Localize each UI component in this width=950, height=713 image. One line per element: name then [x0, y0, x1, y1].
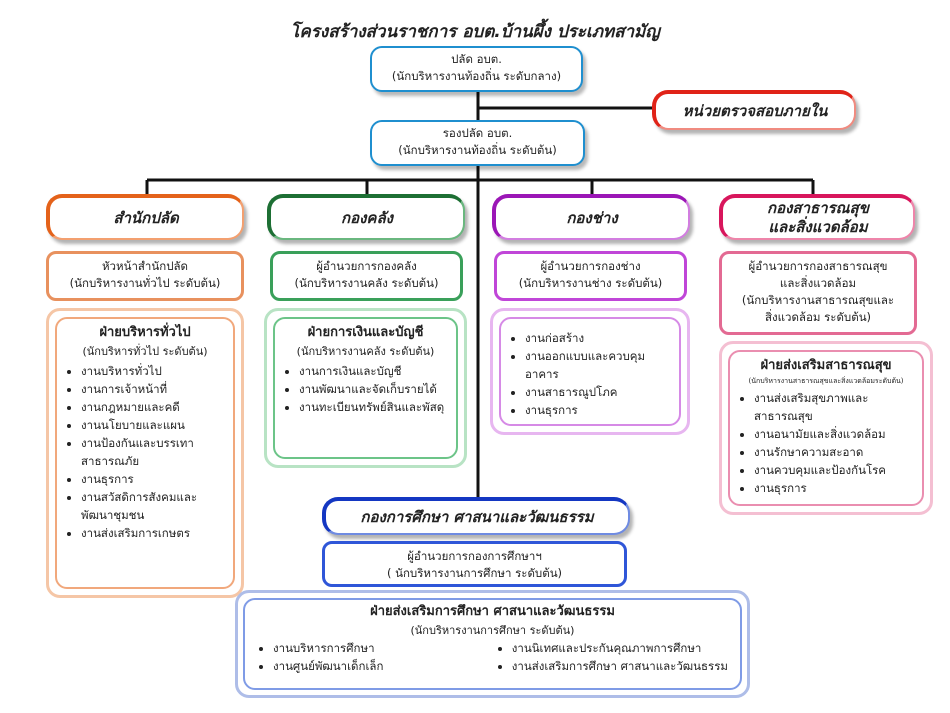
health-task-list: งานส่งเสริมสุขภาพและสาธารณสุข งานอนามัยแ… [738, 389, 914, 497]
chart-title: โครงสร้างส่วนราชการ อบต.บ้านผึ้ง ประเภทส… [290, 22, 660, 42]
finance-task-item: งานการเงินและบัญชี [299, 362, 448, 380]
finance-task-item: งานพัฒนาและจัดเก็บรายได้ [299, 380, 448, 398]
education-section-position: (นักบริหารงานการศึกษา ระดับต้น) [410, 624, 575, 637]
office-task-item: งานส่งเสริมการเกษตร [81, 524, 225, 542]
health-task-item: งานส่งเสริมสุขภาพและสาธารณสุข [754, 389, 914, 425]
engineering-section-box: งานก่อสร้าง งานออกแบบและควบคุมอาคาร งานส… [499, 317, 681, 426]
palad-title: ปลัด อบต. [451, 52, 502, 66]
education-section-box: ฝ่ายส่งเสริมการศึกษา ศาสนาและวัฒนธรรม (น… [243, 598, 742, 690]
education-chief-title: ผู้อำนวยการกองการศึกษาฯ [407, 549, 542, 563]
engineering-task-list: งานก่อสร้าง งานออกแบบและควบคุมอาคาร งานส… [509, 329, 671, 419]
office-task-item: งานนโยบายและแผน [81, 416, 225, 434]
finance-section-position: (นักบริหารงานคลัง ระดับต้น) [296, 345, 435, 358]
health-section-panel: ฝ่ายส่งเสริมสาธารณสุข (นักบริหารงานสาธาร… [719, 341, 933, 515]
engineering-task-item: งานก่อสร้าง [525, 329, 671, 347]
education-chief-box: ผู้อำนวยการกองการศึกษาฯ ( นักบริหารงานกา… [322, 541, 627, 587]
office-task-list: งานบริหารทั่วไป งานการเจ้าหน้าที่ งานกฎห… [65, 362, 225, 542]
office-section-position: (นักบริหารทั่วไป ระดับต้น) [82, 345, 208, 358]
education-division-header: กองการศึกษา ศาสนาและวัฒนธรรม [322, 497, 630, 535]
finance-chief-title: ผู้อำนวยการกองคลัง [316, 259, 417, 273]
health-task-item: งานธุรการ [754, 479, 914, 497]
education-task-list-right: งานนิเทศและประกันคุณภาพการศึกษา งานส่งเส… [496, 639, 728, 675]
office-task-item: งานกฎหมายและคดี [81, 398, 225, 416]
engineering-task-item: งานธุรการ [525, 401, 671, 419]
finance-section-box: ฝ่ายการเงินและบัญชี (นักบริหารงานคลัง ระ… [273, 317, 458, 459]
finance-task-item: งานทะเบียนทรัพย์สินและพัสดุ [299, 398, 448, 416]
deputy-position: (นักบริหารงานท้องถิ่น ระดับต้น) [398, 143, 557, 157]
engineering-division-name: กองช่าง [566, 208, 618, 227]
education-task-list-left: งานบริหารการศึกษา งานศูนย์พัฒนาเด็กเล็ก [257, 639, 383, 675]
internal-audit-box: หน่วยตรวจสอบภายใน [652, 90, 856, 130]
health-division-name-line1: กองสาธารณสุข [767, 199, 869, 217]
office-task-item: งานธุรการ [81, 470, 225, 488]
education-section-title: ฝ่ายส่งเสริมการศึกษา ศาสนาและวัฒนธรรม [370, 604, 615, 619]
health-chief-position-line2: สิ่งแวดล้อม ระดับต้น) [764, 310, 872, 324]
finance-division-name: กองคลัง [341, 208, 393, 227]
health-task-item: งานอนามัยและสิ่งแวดล้อม [754, 425, 914, 443]
office-section-box: ฝ่ายบริหารทั่วไป (นักบริหารทั่วไป ระดับต… [55, 317, 235, 589]
finance-section-panel: ฝ่ายการเงินและบัญชี (นักบริหารงานคลัง ระ… [264, 308, 467, 468]
engineering-section-panel: งานก่อสร้าง งานออกแบบและควบคุมอาคาร งานส… [490, 308, 690, 435]
health-chief-title-line2: และสิ่งแวดล้อม [779, 276, 857, 290]
office-task-item: งานการเจ้าหน้าที่ [81, 380, 225, 398]
health-division-name-line2: และสิ่งแวดล้อม [768, 218, 868, 236]
education-division-name: กองการศึกษา ศาสนาและวัฒนธรรม [360, 507, 594, 526]
health-task-item: งานรักษาความสะอาด [754, 443, 914, 461]
education-task-item: งานศูนย์พัฒนาเด็กเล็ก [273, 657, 383, 675]
health-task-item: งานควบคุมและป้องกันโรค [754, 461, 914, 479]
finance-section-title: ฝ่ายการเงินและบัญชี [307, 325, 424, 340]
internal-audit-label: หน่วยตรวจสอบภายใน [682, 101, 828, 120]
finance-division-header: กองคลัง [267, 194, 465, 240]
education-task-item: งานนิเทศและประกันคุณภาพการศึกษา [512, 639, 728, 657]
office-chief-position: (นักบริหารงานทั่วไป ระดับต้น) [69, 276, 221, 290]
engineering-division-header: กองช่าง [492, 194, 690, 240]
education-task-columns: งานบริหารการศึกษา งานศูนย์พัฒนาเด็กเล็ก … [251, 639, 734, 675]
office-task-item: งานบริหารทั่วไป [81, 362, 225, 380]
health-chief-box: ผู้อำนวยการกองสาธารณสุข และสิ่งแวดล้อม (… [719, 251, 917, 335]
office-task-item: งานสวัสดิการสังคมและพัฒนาชุมชน [81, 488, 225, 524]
engineering-task-item: งานสาธารณูปโภค [525, 383, 671, 401]
finance-task-list: งานการเงินและบัญชี งานพัฒนาและจัดเก็บราย… [283, 362, 448, 416]
education-task-item: งานบริหารการศึกษา [273, 639, 383, 657]
education-task-item: งานส่งเสริมการศึกษา ศาสนาและวัฒนธรรม [512, 657, 728, 675]
palad-position: (นักบริหารงานท้องถิ่น ระดับกลาง) [391, 69, 562, 83]
office-section-title: ฝ่ายบริหารทั่วไป [99, 325, 191, 340]
health-chief-title-line1: ผู้อำนวยการกองสาธารณสุข [748, 259, 888, 273]
education-chief-position: ( นักบริหารงานการศึกษา ระดับต้น) [386, 566, 563, 580]
office-chief-title: หัวหน้าสำนักปลัด [101, 259, 189, 273]
engineering-chief-title: ผู้อำนวยการกองช่าง [540, 259, 641, 273]
office-division-name: สำนักปลัด [113, 208, 179, 227]
health-division-header: กองสาธารณสุข และสิ่งแวดล้อม [719, 194, 915, 240]
health-section-position: (นักบริหารงานสาธารณสุขและสิ่งแวดล้อมระดั… [748, 377, 904, 385]
health-chief-position-line1: (นักบริหารงานสาธารณสุขและ [741, 293, 895, 307]
finance-chief-box: ผู้อำนวยการกองคลัง (นักบริหารงานคลัง ระด… [270, 251, 463, 301]
education-section-panel: ฝ่ายส่งเสริมการศึกษา ศาสนาและวัฒนธรรม (น… [235, 590, 750, 698]
palad-box: ปลัด อบต. (นักบริหารงานท้องถิ่น ระดับกลา… [370, 46, 583, 92]
health-section-box: ฝ่ายส่งเสริมสาธารณสุข (นักบริหารงานสาธาร… [728, 350, 924, 506]
office-division-header: สำนักปลัด [46, 194, 244, 240]
health-section-title: ฝ่ายส่งเสริมสาธารณสุข [760, 358, 892, 373]
office-section-panel: ฝ่ายบริหารทั่วไป (นักบริหารทั่วไป ระดับต… [46, 308, 244, 598]
office-chief-box: หัวหน้าสำนักปลัด (นักบริหารงานทั่วไป ระด… [46, 251, 244, 301]
finance-chief-position: (นักบริหารงานคลัง ระดับต้น) [294, 276, 439, 290]
office-task-item: งานป้องกันและบรรเทาสาธารณภัย [81, 434, 225, 470]
deputy-box: รองปลัด อบต. (นักบริหารงานท้องถิ่น ระดับ… [370, 120, 585, 166]
engineering-task-item: งานออกแบบและควบคุมอาคาร [525, 347, 671, 383]
engineering-chief-position: (นักบริหารงานช่าง ระดับต้น) [518, 276, 663, 290]
deputy-title: รองปลัด อบต. [442, 126, 513, 140]
engineering-chief-box: ผู้อำนวยการกองช่าง (นักบริหารงานช่าง ระด… [494, 251, 687, 301]
